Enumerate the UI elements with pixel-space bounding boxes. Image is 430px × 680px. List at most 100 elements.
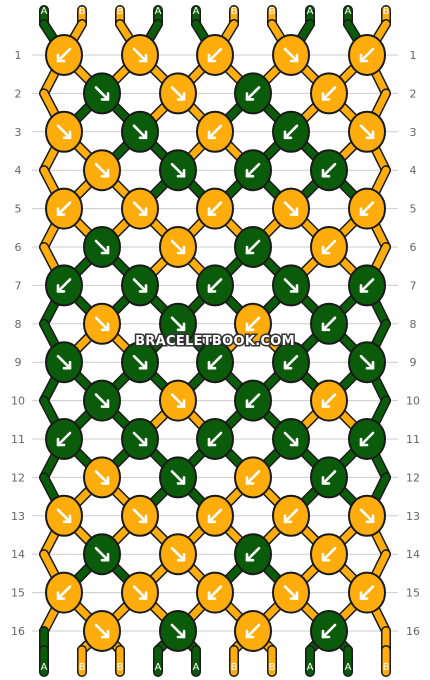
row-number-left: 7 [15, 279, 22, 292]
arrow-down-left-icon [207, 354, 223, 370]
knot [121, 418, 159, 460]
row-number-right: 2 [410, 87, 417, 100]
knot [272, 187, 310, 230]
knot [159, 72, 197, 115]
arrow-down-right-icon [56, 124, 72, 140]
arrow-down-left-icon [283, 354, 299, 370]
arrow-down-right-icon [283, 47, 299, 63]
knot [348, 341, 386, 384]
knot [310, 533, 348, 576]
row-number-right: 15 [406, 587, 420, 600]
arrow-down-right-icon [170, 316, 186, 332]
knot [83, 610, 121, 652]
arrow-down-left-icon [207, 201, 223, 216]
bottom-strand-label: A [193, 662, 200, 673]
knot [348, 418, 386, 460]
knot [234, 149, 272, 192]
bottom-strand-label: A [41, 662, 48, 673]
row-number-left: 5 [15, 203, 22, 216]
arrow-down-right-icon [94, 239, 110, 255]
row-number-left: 6 [15, 241, 22, 254]
arrow-down-right-icon [94, 470, 110, 485]
arrow-down-right-icon [170, 239, 186, 255]
top-strand-label: A [155, 6, 162, 17]
arrow-down-right-icon [132, 431, 148, 447]
arrow-down-left-icon [245, 393, 261, 408]
knot [159, 533, 197, 576]
arrow-down-left-icon [321, 316, 337, 332]
arrow-down-left-icon [359, 201, 375, 216]
row-number-left: 14 [11, 548, 25, 561]
knot [272, 34, 310, 76]
arrow-down-left-icon [321, 546, 337, 562]
knot [196, 264, 234, 307]
arrow-down-right-icon [56, 508, 72, 524]
row-number-left: 9 [15, 356, 22, 369]
arrow-down-right-icon [132, 585, 148, 600]
knot [196, 187, 234, 230]
row-number-left: 1 [15, 49, 22, 62]
bottom-strand-label: A [307, 662, 314, 673]
knot [45, 34, 83, 76]
knot [234, 456, 272, 499]
arrow-down-right-icon [170, 623, 186, 639]
arrow-down-left-icon [56, 47, 72, 63]
bottom-strand-label: A [345, 662, 352, 673]
arrow-down-left-icon [321, 239, 337, 255]
arrow-down-right-icon [56, 354, 72, 370]
arrow-down-left-icon [359, 431, 375, 447]
knot [83, 533, 121, 576]
knot [45, 187, 83, 230]
row-number-right: 16 [406, 625, 420, 638]
knot [310, 456, 348, 499]
row-number-right: 10 [406, 395, 420, 408]
row-number-right: 13 [406, 510, 420, 523]
arrow-down-right-icon [359, 124, 375, 140]
arrow-down-right-icon [132, 47, 148, 63]
knot [83, 302, 121, 345]
knot [272, 110, 310, 153]
knot [310, 379, 348, 422]
knot [45, 110, 83, 153]
bottom-strand-label: B [231, 662, 238, 673]
arrow-down-left-icon [207, 508, 223, 524]
arrow-down-left-icon [359, 47, 375, 63]
arrow-down-right-icon [94, 86, 110, 101]
arrow-down-left-icon [56, 201, 72, 216]
row-number-right: 1 [410, 49, 417, 62]
arrow-down-right-icon [94, 162, 110, 178]
knot [159, 610, 197, 652]
row-number-left: 15 [11, 587, 25, 600]
row-number-left: 4 [15, 164, 22, 177]
arrow-down-left-icon [207, 431, 223, 447]
knot [83, 226, 121, 268]
arrow-down-left-icon [245, 316, 261, 332]
knot [272, 571, 310, 614]
knot [234, 302, 272, 345]
bottom-strand-label: B [117, 662, 124, 673]
knot [121, 264, 159, 307]
row-number-right: 4 [410, 164, 417, 177]
knot [121, 187, 159, 230]
row-number-left: 13 [11, 510, 25, 523]
row-number-left: 3 [15, 126, 22, 139]
knot [196, 494, 234, 537]
row-number-right: 3 [410, 126, 417, 139]
row-number-left: 2 [15, 87, 22, 100]
top-strand-label: B [269, 6, 276, 17]
knot [196, 341, 234, 384]
arrow-down-left-icon [56, 585, 72, 600]
arrow-down-right-icon [170, 470, 186, 485]
arrow-down-right-icon [359, 508, 375, 524]
arrow-down-left-icon [283, 508, 299, 524]
knot [196, 571, 234, 614]
top-strand-label: A [345, 6, 352, 17]
arrow-down-right-icon [283, 201, 299, 216]
arrow-down-left-icon [321, 393, 337, 408]
row-number-right: 12 [406, 471, 420, 484]
row-number-left: 12 [11, 471, 25, 484]
knot [234, 610, 272, 652]
arrow-down-right-icon [359, 354, 375, 370]
arrow-down-left-icon [321, 86, 337, 101]
